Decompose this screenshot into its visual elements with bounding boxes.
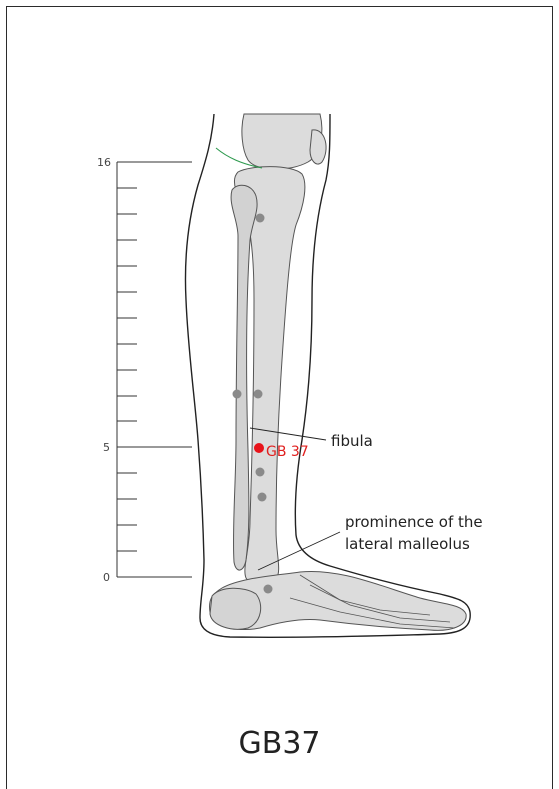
scale-label-top: 16 — [97, 156, 111, 169]
malleolus-label-line2: lateral malleolus — [345, 535, 470, 553]
acupoint — [256, 214, 265, 223]
patella-bone — [310, 130, 326, 164]
malleolus-label-line1: prominence of the — [345, 513, 483, 531]
calcaneus-bone — [210, 588, 261, 629]
proportional-scale — [117, 162, 192, 577]
acupoint — [254, 390, 263, 399]
fibula-label: fibula — [331, 432, 373, 450]
acupoint — [233, 390, 242, 399]
acupoint — [264, 585, 273, 594]
point-title: GB37 — [0, 726, 559, 761]
gb37-point — [254, 443, 264, 453]
femur-bone — [242, 114, 322, 169]
acupoint — [258, 493, 267, 502]
acupoint — [256, 468, 265, 477]
gb37-label: GB 37 — [266, 444, 309, 460]
scale-label-bottom: 0 — [103, 571, 110, 584]
scale-label-mid: 5 — [103, 441, 110, 454]
leg-outline — [186, 114, 471, 637]
